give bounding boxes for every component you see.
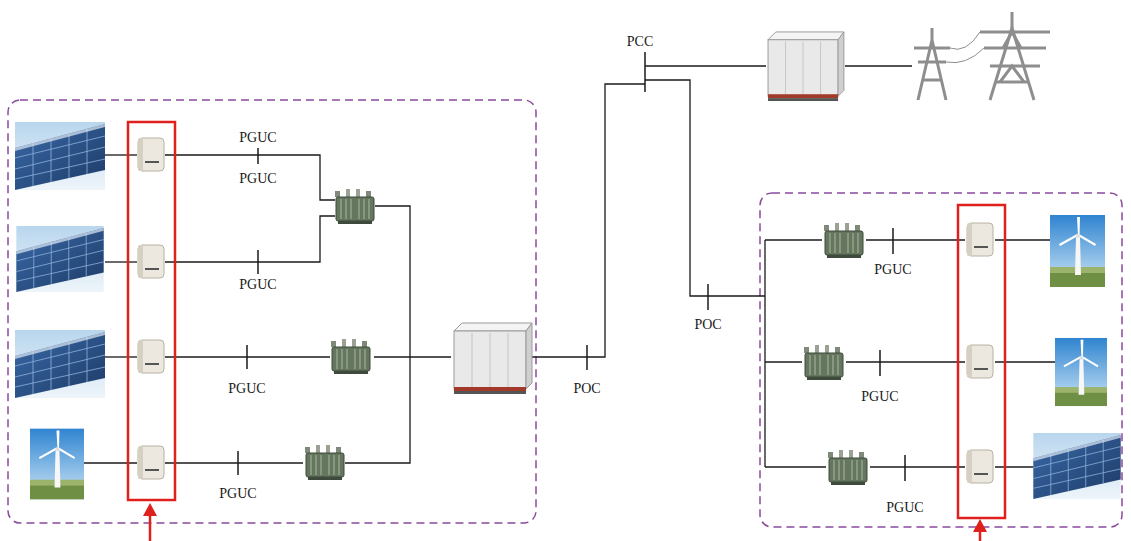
transformer <box>804 345 843 380</box>
bus-label: POC <box>693 317 722 333</box>
bus-label: PCC <box>626 34 654 50</box>
bus-label: PGUC <box>238 171 277 187</box>
inverter <box>138 446 164 479</box>
transformer <box>824 223 863 258</box>
inverter <box>138 340 164 373</box>
inverter <box>967 450 993 483</box>
substation <box>454 323 532 394</box>
highlight-box <box>958 205 1005 518</box>
inverter <box>138 245 164 278</box>
solar-panel <box>1033 433 1120 499</box>
region-outline <box>760 193 1122 527</box>
transformer <box>828 450 867 485</box>
bus-label: PGUC <box>238 277 277 293</box>
bus-label: PGUC <box>860 389 899 405</box>
region-outline <box>8 100 536 523</box>
transformer <box>305 445 344 480</box>
bus-label: PGUC <box>227 381 266 397</box>
solar-panel <box>16 226 103 292</box>
bus-label: POC <box>572 381 601 397</box>
power-lines <box>946 32 984 63</box>
bus-label: PGUC <box>218 486 257 502</box>
solar-panel <box>15 330 105 398</box>
bus-ticks <box>238 52 905 481</box>
substation <box>768 32 844 101</box>
solar-panel <box>15 122 105 190</box>
wind-turbine <box>30 429 84 500</box>
inverter <box>967 223 993 256</box>
wind-turbine <box>1050 215 1105 287</box>
pointer-arrow <box>143 503 987 541</box>
inverter <box>138 138 164 171</box>
wind-turbine <box>1055 338 1107 406</box>
highlight-box <box>128 122 175 500</box>
transformer <box>331 339 370 374</box>
inverter <box>967 345 993 378</box>
wires <box>165 66 1055 467</box>
transformer <box>335 189 374 224</box>
bus-label: PGUC <box>885 500 924 516</box>
bus-label: PGUC <box>873 262 912 278</box>
transmission-towers <box>914 12 1050 100</box>
bus-label: PGUC <box>238 130 277 146</box>
